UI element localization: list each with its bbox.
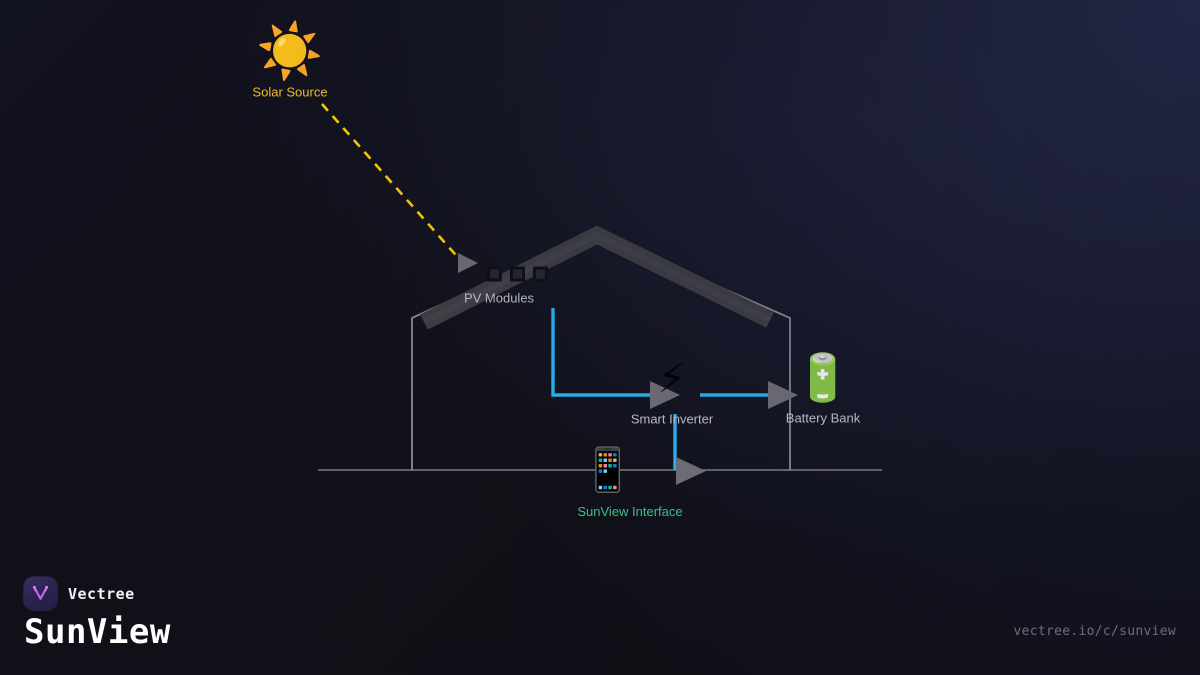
node-sunview-interface[interactable]: 📱 SunView Interface xyxy=(555,445,682,520)
edge-solar-to-pv xyxy=(321,103,463,263)
edge-inverter-to-battery-arrowhead xyxy=(768,381,798,409)
house-outline xyxy=(411,232,791,471)
battery-icon: 🔋 xyxy=(794,350,852,405)
lightning-bolt-icon: ⚡ xyxy=(657,353,687,403)
brand-name: Vectree xyxy=(68,584,135,603)
node-smart-inverter[interactable]: ⚡ Smart Inverter xyxy=(630,353,714,427)
edge-pv-to-inverter-arrowhead xyxy=(650,381,680,409)
node-solar-source-label: Solar Source xyxy=(252,84,328,100)
edge-solar-to-pv-arrowhead xyxy=(458,253,478,273)
node-battery-bank[interactable]: 🔋 Battery Bank xyxy=(786,355,860,426)
edge-pv-to-inverter xyxy=(551,308,655,397)
node-battery-bank-label: Battery Bank xyxy=(785,410,861,426)
node-pv-modules-label: PV Modules xyxy=(463,290,535,306)
solar-panel-icon xyxy=(486,266,548,282)
footer-url: vectree.io/c/sunview xyxy=(1013,624,1176,639)
node-solar-source[interactable]: ☀️ Solar Source xyxy=(252,19,328,100)
page-title: SunView xyxy=(24,612,171,652)
node-sunview-interface-label: SunView Interface xyxy=(577,504,683,519)
roof-band-highlight xyxy=(422,231,772,325)
sun-icon: ☀️ xyxy=(256,19,324,83)
solar-panel-cell xyxy=(532,266,548,282)
mobile-phone-icon: 📱 xyxy=(581,445,635,494)
solar-panel-cell xyxy=(486,266,502,282)
edge-inverter-to-interface-arrowhead xyxy=(676,457,706,485)
node-pv-modules[interactable]: PV Modules xyxy=(464,266,552,306)
brand-row[interactable]: Vectree xyxy=(24,577,135,610)
node-smart-inverter-label: Smart Inverter xyxy=(630,411,714,427)
roof-band xyxy=(420,225,774,330)
solar-panel-cell xyxy=(509,266,525,282)
vectree-logo-icon xyxy=(24,577,57,610)
